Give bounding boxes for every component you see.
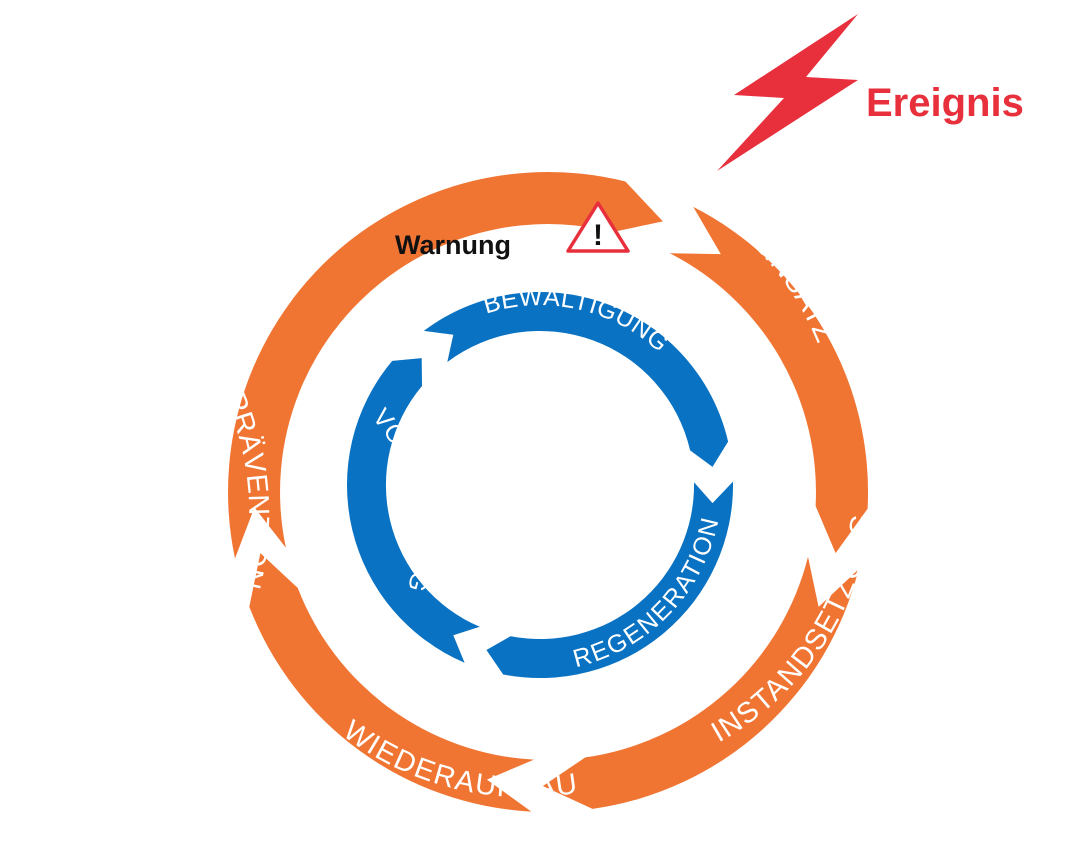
warning-label: Warnung — [395, 230, 511, 260]
outer-cycle-arrow-5 — [228, 225, 424, 559]
outer-cycle-arrow-1 — [292, 171, 663, 331]
outer-cycle — [228, 171, 869, 812]
warning-symbol: ! — [593, 219, 603, 252]
event-label: Ereignis — [866, 81, 1024, 125]
inner-cycle-arrow-2 — [486, 481, 734, 679]
inner-cycle — [346, 291, 734, 679]
inner-cycle-arrow-3 — [346, 358, 480, 663]
outer-cycle-arrow-4 — [249, 553, 535, 812]
inner-cycle-arrow-1 — [423, 291, 729, 467]
warning-triangle-icon: ! — [566, 201, 630, 253]
outer-cycle-arrow-3 — [542, 556, 859, 809]
lightning-bolt-icon — [717, 14, 858, 171]
outer-cycle-arrow-2 — [669, 206, 869, 554]
inner-segment-label-regeneration: REGENERATION — [570, 514, 725, 673]
